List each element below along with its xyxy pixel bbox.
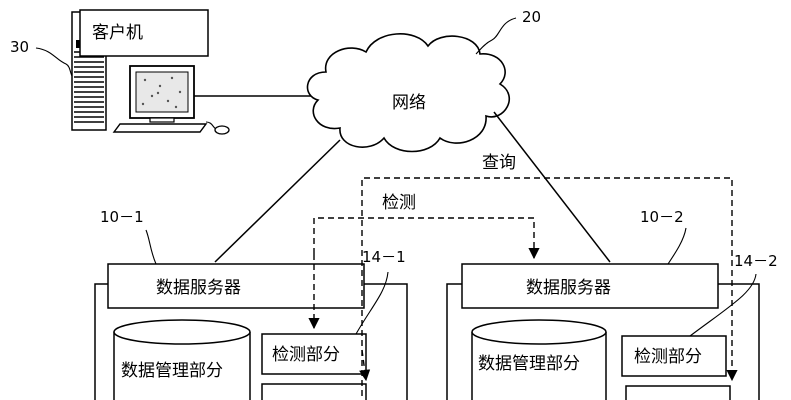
server-2-detect-label: 检测部分 <box>634 347 702 367</box>
server-2-unit-ref-leader <box>689 273 757 337</box>
server-2-detect-box <box>621 335 727 377</box>
query-flow-arrow-server1 <box>359 349 371 382</box>
keyboard-icon <box>112 123 208 133</box>
server-1-detect-box <box>261 333 367 375</box>
mouse-icon <box>205 121 230 135</box>
network-ref-leader <box>475 17 517 55</box>
client-computer: 客户机 <box>71 9 230 135</box>
server-1-database-icon <box>113 319 251 400</box>
server-1-data-server-box <box>107 263 365 309</box>
network-server2-link <box>493 111 611 263</box>
client-ref-leader <box>35 47 73 77</box>
monitor-icon <box>129 65 195 123</box>
server-1-unit-ref: 14－1 <box>362 248 406 266</box>
server-2-ref: 10－2 <box>640 208 684 226</box>
server-2-database-icon <box>471 319 607 400</box>
server-2-db-label: 数据管理部分 <box>478 354 580 374</box>
query-flow <box>361 177 738 396</box>
server-1-ref: 10－1 <box>100 208 144 226</box>
server-2: 数据服务器 数据管理部分 检测部分 <box>446 263 760 400</box>
client-label: 客户机 <box>92 23 143 43</box>
query-label: 查询 <box>482 153 516 173</box>
server-1-db-label: 数据管理部分 <box>121 361 223 381</box>
server-1-unit-ref-leader <box>355 271 389 335</box>
network-ref: 20 <box>522 8 541 26</box>
network-cloud <box>306 33 511 153</box>
server-2-data-server-box <box>461 263 719 309</box>
server-1: 数据服务器 数据管理部分 检测部分 <box>94 263 408 400</box>
server-2-data-server-label: 数据服务器 <box>526 278 611 298</box>
client-ref: 30 <box>10 38 29 56</box>
server-2-lower-box <box>625 385 731 400</box>
server-2-ref-leader <box>667 227 687 265</box>
client-label-box <box>79 9 209 57</box>
server-1-detect-label: 检测部分 <box>272 345 340 365</box>
server-2-unit-ref: 14－2 <box>734 252 778 270</box>
network-server1-link <box>214 139 341 263</box>
server-1-lower-box <box>261 383 367 400</box>
network-label: 网络 <box>392 93 426 113</box>
server-1-data-server-label: 数据服务器 <box>156 278 241 298</box>
server-1-ref-leader <box>145 229 157 265</box>
detect-label: 检测 <box>382 193 416 213</box>
detect-flow-to-server2 <box>313 217 540 260</box>
